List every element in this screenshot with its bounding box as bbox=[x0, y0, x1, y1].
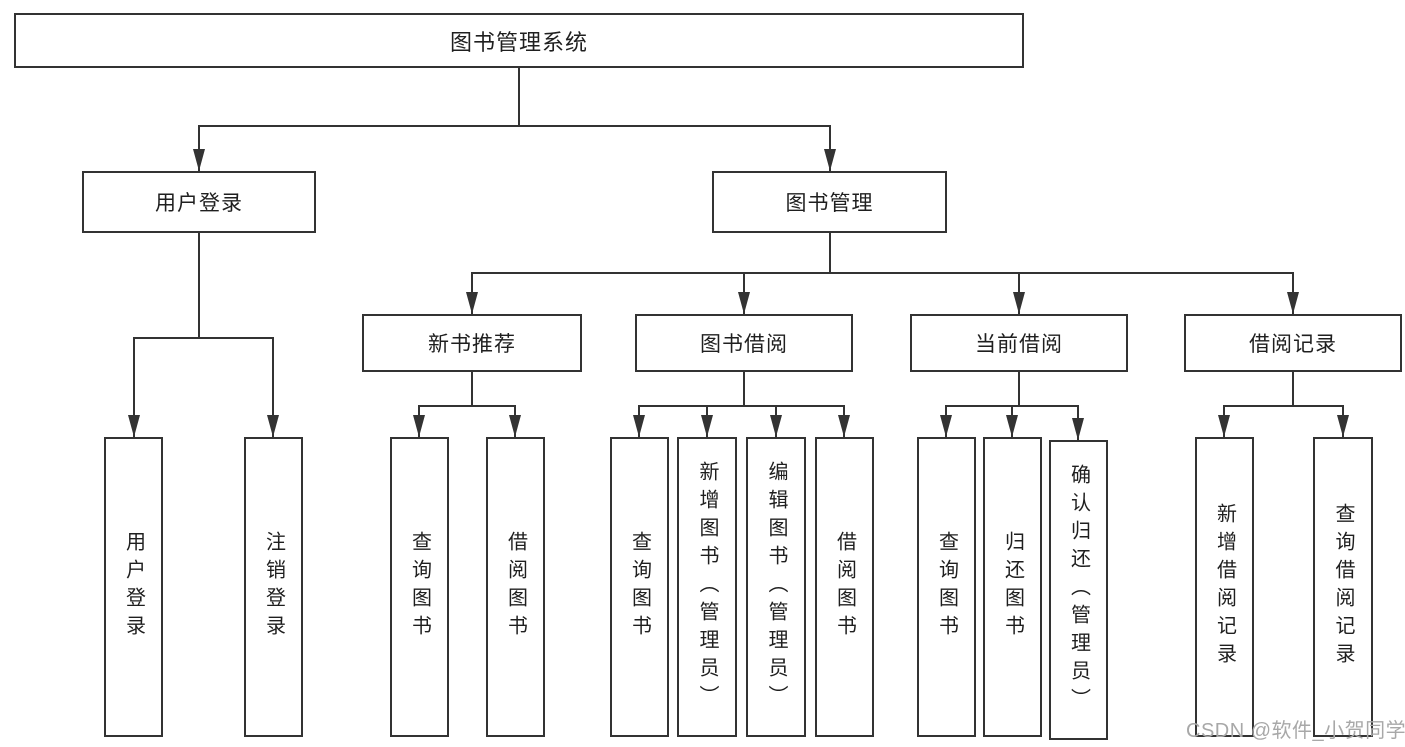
csdn-watermark: CSDN @软件_小贺同学 bbox=[1186, 720, 1405, 742]
arrowhead-icon bbox=[1287, 292, 1299, 314]
leaf-label: 新增借阅记录 bbox=[1213, 503, 1236, 671]
leaf-query-books-current: 查询图书 bbox=[917, 437, 976, 737]
leaf-borrow-books: 借阅图书 bbox=[815, 437, 874, 737]
connector-line bbox=[198, 233, 200, 339]
connector-line bbox=[418, 405, 516, 407]
connector-line bbox=[133, 337, 274, 339]
leaf-label: 查询图书 bbox=[408, 531, 431, 643]
node-new-book-recommend: 新书推荐 bbox=[362, 314, 582, 372]
connector-line bbox=[1292, 372, 1294, 407]
leaf-label: 归还图书 bbox=[1001, 531, 1024, 643]
connector-line bbox=[198, 125, 200, 171]
node-current-borrow: 当前借阅 bbox=[910, 314, 1128, 372]
leaf-label: 借阅图书 bbox=[833, 531, 856, 643]
arrowhead-icon bbox=[770, 415, 782, 437]
connector-line bbox=[743, 372, 745, 407]
node-book-borrow: 图书借阅 bbox=[635, 314, 853, 372]
connector-line bbox=[829, 125, 831, 171]
leaf-query-books-borrow: 查询图书 bbox=[610, 437, 669, 737]
connector-line bbox=[518, 68, 520, 126]
leaf-query-borrow-record: 查询借阅记录 bbox=[1313, 437, 1373, 737]
leaf-label: 编辑图书（管理员） bbox=[765, 461, 787, 713]
node-label: 新书推荐 bbox=[428, 333, 516, 356]
leaf-label: 确认归还（管理员） bbox=[1067, 464, 1090, 716]
leaf-label: 用户登录 bbox=[122, 531, 145, 643]
connector-line bbox=[829, 233, 831, 274]
leaf-borrow-books-recommend: 借阅图书 bbox=[486, 437, 545, 737]
leaf-edit-books-admin: 编辑图书（管理员） bbox=[746, 437, 806, 737]
leaf-query-books-recommend: 查询图书 bbox=[390, 437, 449, 737]
node-label: 借阅记录 bbox=[1249, 333, 1337, 356]
arrowhead-icon bbox=[466, 292, 478, 314]
node-label: 图书管理系统 bbox=[449, 29, 588, 55]
arrowhead-icon bbox=[633, 415, 645, 437]
node-label: 图书管理 bbox=[785, 192, 874, 215]
leaf-user-login: 用户登录 bbox=[104, 437, 163, 737]
connector-line bbox=[471, 372, 473, 407]
leaf-label: 借阅图书 bbox=[504, 531, 527, 643]
leaf-confirm-return-admin: 确认归还（管理员） bbox=[1049, 440, 1108, 740]
leaf-label: 注销登录 bbox=[262, 531, 285, 643]
node-book-management: 图书管理 bbox=[712, 171, 947, 233]
leaf-add-borrow-record: 新增借阅记录 bbox=[1195, 437, 1254, 737]
connector-line bbox=[272, 337, 274, 437]
connector-line bbox=[638, 405, 845, 407]
arrowhead-icon bbox=[128, 415, 140, 437]
node-label: 当前借阅 bbox=[975, 333, 1063, 356]
arrowhead-icon bbox=[1218, 415, 1230, 437]
arrowhead-icon bbox=[738, 292, 750, 314]
connector-line bbox=[1223, 405, 1344, 407]
leaf-label: 新增图书（管理员） bbox=[696, 461, 718, 713]
node-label: 用户登录 bbox=[155, 192, 243, 215]
arrowhead-icon bbox=[701, 415, 713, 437]
node-borrow-records: 借阅记录 bbox=[1184, 314, 1402, 372]
connector-line bbox=[471, 272, 1294, 274]
arrowhead-icon bbox=[1013, 292, 1025, 314]
leaf-label: 查询图书 bbox=[628, 531, 651, 643]
arrowhead-icon bbox=[838, 415, 850, 437]
arrowhead-icon bbox=[824, 149, 836, 171]
leaf-label: 查询图书 bbox=[935, 531, 958, 643]
arrowhead-icon bbox=[1337, 415, 1349, 437]
connector-line bbox=[199, 125, 831, 127]
arrowhead-icon bbox=[1072, 418, 1084, 440]
node-label: 图书借阅 bbox=[700, 333, 788, 356]
connector-line bbox=[133, 337, 135, 437]
arrowhead-icon bbox=[413, 415, 425, 437]
leaf-return-books: 归还图书 bbox=[983, 437, 1042, 737]
node-library-management-system: 图书管理系统 bbox=[14, 13, 1024, 68]
arrowhead-icon bbox=[267, 415, 279, 437]
arrowhead-icon bbox=[940, 415, 952, 437]
leaf-label: 查询借阅记录 bbox=[1332, 503, 1354, 671]
arrowhead-icon bbox=[509, 415, 521, 437]
connector-line bbox=[1018, 372, 1020, 407]
leaf-logout: 注销登录 bbox=[244, 437, 303, 737]
node-user-login: 用户登录 bbox=[82, 171, 316, 233]
arrowhead-icon bbox=[193, 149, 205, 171]
leaf-add-books-admin: 新增图书（管理员） bbox=[677, 437, 737, 737]
arrowhead-icon bbox=[1006, 415, 1018, 437]
